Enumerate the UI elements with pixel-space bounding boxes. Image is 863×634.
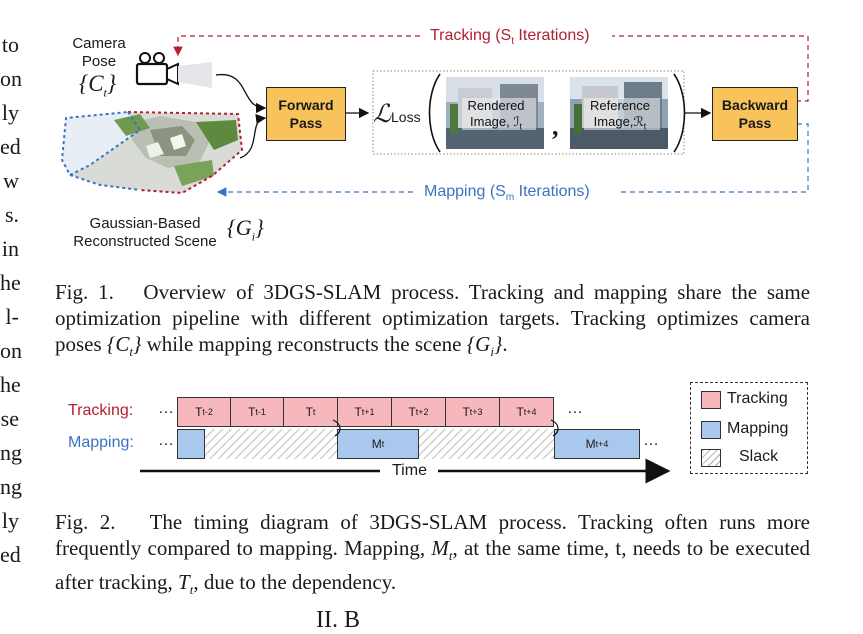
- left-fragment: ly: [1, 508, 19, 533]
- left-fragment: to: [1, 32, 19, 57]
- legend-swatch-tracking: [701, 391, 721, 409]
- legend-swatch-slack: [701, 449, 721, 467]
- scene-symbol: {Gi}: [227, 215, 264, 244]
- left-fragment: ng: [0, 440, 22, 465]
- left-fragment: on: [0, 66, 22, 91]
- figure-1: Camera Pose {Ct} Gaussian-Based Reconstr…: [0, 0, 863, 265]
- left-fragment: ed: [0, 542, 21, 567]
- figure-2-caption: Fig. 2. The timing diagram of 3DGS-SLAM …: [55, 510, 811, 598]
- left-fragment: s.: [4, 202, 19, 227]
- reference-image-thumbnail: [570, 77, 668, 149]
- mapping-iterations-label: Mapping (Sm Iterations): [424, 183, 590, 204]
- tracking-row-end-ellipsis: …: [567, 400, 583, 417]
- scene-label: Gaussian-Based Reconstructed Scene: [73, 215, 217, 250]
- left-fragment: ly: [1, 100, 19, 125]
- mapping-row-ellipsis: …: [158, 432, 174, 449]
- tracking-row-label: Tracking:: [68, 402, 134, 419]
- left-fragment: he: [0, 372, 21, 397]
- rendered-image-label: Rendered Image, ℐt: [467, 98, 525, 132]
- reference-image-label: Reference Image,ℛt: [590, 98, 650, 132]
- legend-label-mapping: Mapping: [727, 420, 789, 437]
- mapping-row-label: Mapping:: [68, 434, 134, 451]
- gaussian-scene-image: [60, 110, 244, 195]
- left-fragment: se: [0, 406, 19, 431]
- left-fragment: ed: [0, 134, 21, 159]
- tracking-iterations-label: Tracking (St Iterations): [430, 27, 590, 48]
- time-axis-label: Time: [392, 462, 427, 479]
- figure-1-connectors: [60, 35, 809, 265]
- rendered-image-thumbnail: [446, 77, 544, 149]
- left-fragment: l-: [5, 304, 19, 329]
- mapping-slot-prev: [177, 429, 205, 459]
- left-fragment: he: [0, 270, 21, 295]
- legend-swatch-mapping: [701, 421, 721, 439]
- loss-comma: ,: [552, 112, 559, 141]
- figure-1-caption: Fig. 1. Overview of 3DGS-SLAM process. T…: [55, 280, 811, 360]
- section-heading-fragment: II. B: [316, 607, 360, 633]
- legend-label-slack: Slack: [739, 448, 779, 465]
- camera-pose-symbol: {Ct}: [79, 71, 117, 100]
- left-column-fragments: to on ly ed w s. in he l- on he se ng ng…: [0, 28, 22, 572]
- figure-2-legend: Tracking Mapping Slack: [690, 382, 808, 474]
- left-fragment: on: [0, 338, 22, 363]
- tracking-row-ellipsis: …: [158, 400, 174, 417]
- left-fragment: ng: [0, 474, 22, 499]
- left-fragment: in: [1, 236, 19, 261]
- video-camera-icon: [135, 52, 212, 88]
- left-fragment: w: [3, 168, 19, 193]
- legend-label-tracking: Tracking: [727, 390, 788, 407]
- slack-slot: [205, 429, 337, 459]
- mapping-row-end-ellipsis: …: [643, 432, 659, 449]
- camera-pose-label: Camera Pose: [72, 35, 126, 70]
- loss-symbol: ℒLoss: [373, 101, 421, 128]
- slack-slot: [419, 429, 554, 459]
- figure-2-connectors: [140, 419, 671, 484]
